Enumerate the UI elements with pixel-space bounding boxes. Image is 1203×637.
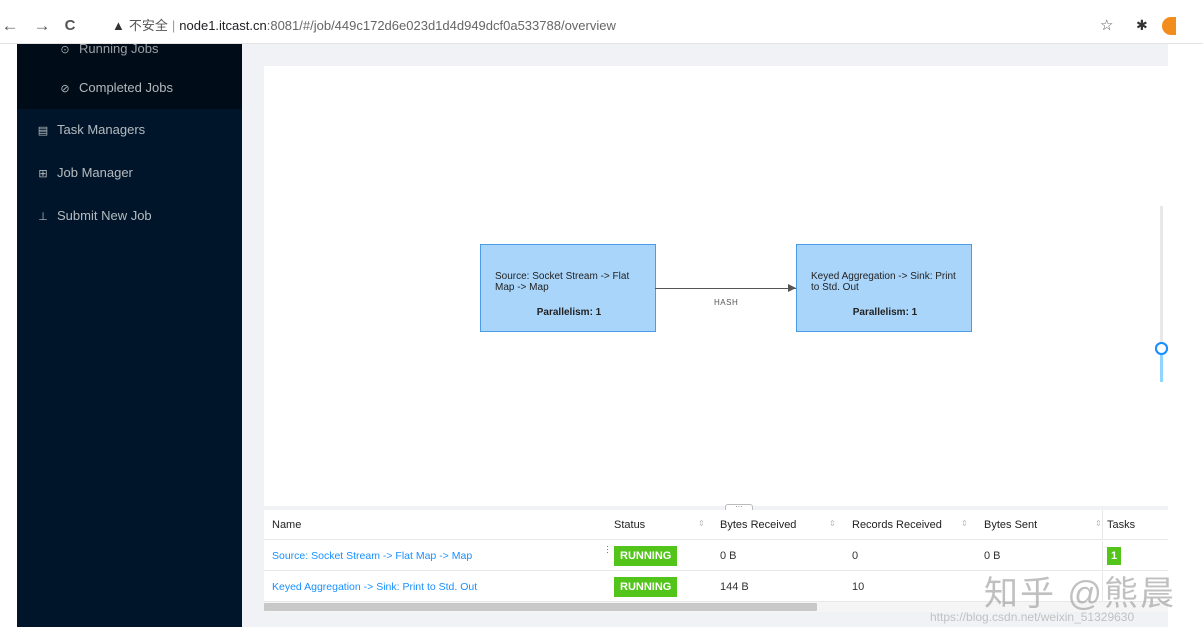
watermark: 知乎 @熊晨 bbox=[984, 575, 1176, 613]
extensions-puzzle-icon[interactable]: ✱ bbox=[1136, 17, 1148, 33]
records-received-cell: 10 bbox=[852, 581, 865, 593]
table-header: Name Status ⇕ Bytes Received ⇕ Records R… bbox=[264, 510, 1168, 540]
bookmark-star-icon[interactable]: ☆ bbox=[1100, 17, 1114, 34]
sidebar-item-label: Task Managers bbox=[57, 122, 146, 137]
sort-icon[interactable]: ⇕ bbox=[829, 519, 836, 528]
column-header-tasks[interactable]: Tasks bbox=[1102, 510, 1168, 540]
sort-icon[interactable]: ⇕ bbox=[698, 519, 705, 528]
upload-icon: ⊥ bbox=[38, 211, 48, 223]
sidebar-item-label: Submit New Job bbox=[57, 208, 152, 223]
vertex-table: Name Status ⇕ Bytes Received ⇕ Records R… bbox=[264, 510, 1168, 602]
column-header-records-received[interactable]: Records Received bbox=[852, 519, 942, 531]
sort-icon[interactable]: ⇕ bbox=[1095, 519, 1102, 528]
status-badge: RUNNING bbox=[614, 546, 678, 566]
node-description: Source: Socket Stream -> Flat Map -> Map bbox=[495, 271, 630, 293]
cluster-icon: ⊞ bbox=[38, 168, 48, 180]
sidebar-item-submit-new-job[interactable]: ⊥ Submit New Job bbox=[17, 201, 242, 231]
edge-label: HASH bbox=[714, 298, 739, 307]
records-received-cell: 0 bbox=[852, 550, 859, 562]
status-badge: RUNNING bbox=[614, 577, 678, 597]
vertex-name-link[interactable]: Keyed Aggregation -> Sink: Print to Std.… bbox=[272, 581, 478, 593]
bytes-received-cell: 144 B bbox=[720, 581, 749, 593]
watermark-url: https://blog.csdn.net/weixin_51329630 bbox=[930, 610, 1135, 624]
clock-circle-icon: ⊙ bbox=[60, 44, 70, 56]
zoom-slider-handle-overlay[interactable] bbox=[1155, 342, 1168, 355]
warning-icon: ▲ bbox=[112, 18, 125, 33]
vertex-name-link[interactable]: Source: Socket Stream -> Flat Map -> Map bbox=[272, 550, 473, 562]
top-strip bbox=[0, 0, 1203, 6]
graph-edge bbox=[655, 288, 796, 289]
sidebar-item-running-jobs[interactable]: ⊙ Running Jobs bbox=[17, 34, 242, 64]
sidebar-item-task-managers[interactable]: ▤ Task Managers bbox=[17, 115, 242, 145]
edge-arrow-icon bbox=[788, 284, 796, 292]
zoom-slider-track-overlay bbox=[1160, 206, 1163, 382]
column-header-name[interactable]: Name bbox=[272, 519, 302, 531]
node-parallelism: Parallelism: 1 bbox=[852, 307, 918, 318]
profile-avatar-icon[interactable] bbox=[1162, 17, 1176, 35]
table-row[interactable]: Keyed Aggregation -> Sink: Print to Std.… bbox=[264, 572, 1168, 602]
back-button[interactable]: ← bbox=[1, 16, 19, 35]
jobs-submenu: ⊙ Running Jobs ⊘ Completed Jobs bbox=[17, 41, 242, 109]
sidebar-item-label: Job Manager bbox=[57, 165, 133, 180]
graph-node-source[interactable]: Source: Socket Stream -> Flat Map -> Map… bbox=[480, 244, 656, 332]
node-description: Keyed Aggregation -> Sink: Print to Std.… bbox=[811, 271, 956, 293]
column-header-status[interactable]: Status bbox=[614, 519, 646, 531]
url-path: :8081/#/job/449c172d6e023d1d4d949dcf0a53… bbox=[266, 18, 616, 33]
sidebar-item-label: Running Jobs bbox=[79, 41, 159, 56]
sidebar: ⊙ Running Jobs ⊘ Completed Jobs ▤ Task Mana… bbox=[17, 41, 242, 627]
browser-toolbar: ← → C ▲不安全|node1.itcast.cn:8081/#/job/44… bbox=[0, 0, 1203, 44]
job-graph-canvas[interactable] bbox=[264, 66, 1168, 506]
zoom-slider-fill-overlay bbox=[1160, 350, 1163, 382]
tasks-cell bbox=[1102, 572, 1168, 602]
sidebar-item-completed-jobs[interactable]: ⊘ Completed Jobs bbox=[17, 73, 242, 103]
forward-button[interactable]: → bbox=[33, 16, 51, 35]
sidebar-item-label: Completed Jobs bbox=[79, 80, 173, 95]
url-separator: | bbox=[171, 18, 176, 33]
bottom-margin bbox=[0, 627, 1203, 637]
horizontal-scrollbar-thumb[interactable] bbox=[264, 603, 817, 611]
column-header-bytes-received[interactable]: Bytes Received bbox=[720, 519, 797, 531]
url-host: node1.itcast.cn bbox=[179, 18, 267, 33]
reload-button[interactable]: C bbox=[64, 17, 76, 34]
schedule-icon: ▤ bbox=[37, 125, 49, 137]
sidebar-item-job-manager[interactable]: ⊞ Job Manager bbox=[17, 158, 242, 188]
bytes-sent-cell: 0 B bbox=[984, 550, 1001, 562]
column-header-bytes-sent[interactable]: Bytes Sent bbox=[984, 519, 1038, 531]
task-count-badge: 1 bbox=[1107, 547, 1121, 565]
graph-node-sink[interactable]: Keyed Aggregation -> Sink: Print to Std.… bbox=[796, 244, 972, 332]
check-circle-icon: ⊘ bbox=[60, 83, 70, 95]
right-margin bbox=[1168, 44, 1203, 627]
sort-icon[interactable]: ⇕ bbox=[961, 519, 968, 528]
bytes-received-cell: 0 B bbox=[720, 550, 737, 562]
row-menu-dots-icon[interactable]: ··· bbox=[606, 541, 609, 557]
insecure-label: 不安全 bbox=[128, 18, 168, 33]
address-bar[interactable]: ▲不安全|node1.itcast.cn:8081/#/job/449c172d… bbox=[112, 14, 1172, 38]
node-parallelism: Parallelism: 1 bbox=[536, 307, 602, 318]
table-row[interactable]: Source: Socket Stream -> Flat Map -> Map… bbox=[264, 541, 1168, 571]
